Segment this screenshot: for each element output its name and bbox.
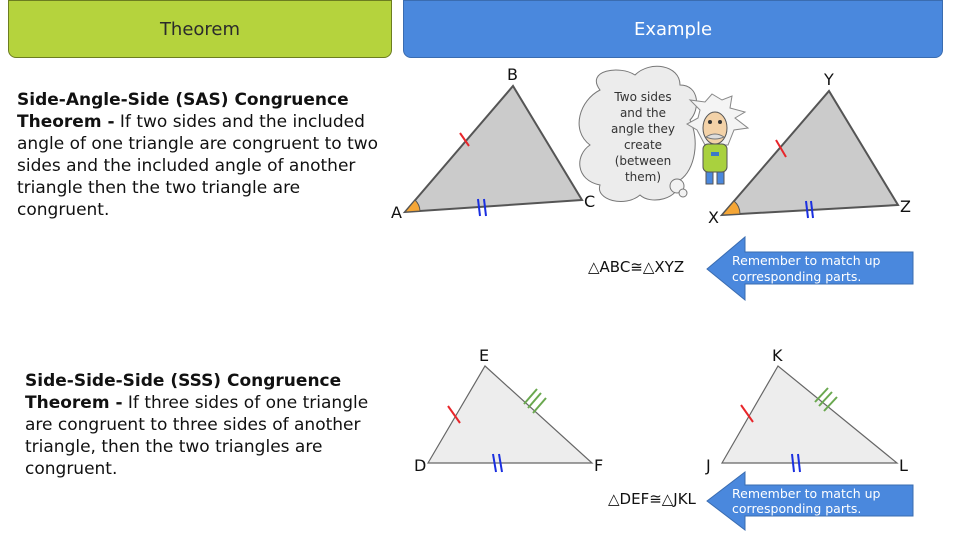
cloud-line-6: them) [625, 170, 661, 184]
angle-x-marker [720, 200, 741, 216]
reminder-2-line-1: Remember to match up [732, 486, 881, 501]
triangle-def: D E F [414, 346, 603, 475]
cloud-line-3: angle they [611, 122, 675, 136]
reminder-2-line-2: corresponding parts. [732, 501, 861, 516]
tick-ac-1 [477, 198, 481, 217]
theorem-header: Theorem [8, 0, 392, 58]
sss-body: If three sides of one triangle are congr… [25, 393, 369, 479]
label-d: D [414, 456, 426, 475]
tick-xz-2 [810, 200, 814, 219]
tick-df-1 [492, 453, 497, 473]
congruence-abc-xyz: △ABC≅△XYZ [588, 258, 684, 276]
triangle-jkl: J K L [705, 346, 908, 475]
triangle-xyz: X Y Z [708, 70, 911, 227]
congruence-def-jkl: △DEF≅△JKL [608, 490, 697, 508]
tick-jl-2 [797, 453, 801, 473]
angle-a-marker [403, 199, 421, 213]
reminder-arrow-2: Remember to match up corresponding parts… [706, 470, 914, 532]
thought-cloud: Two sides and the angle they create (bet… [578, 65, 698, 203]
reminder-1-line-2: corresponding parts. [732, 269, 861, 284]
cloud-line-1: Two sides [613, 90, 671, 104]
label-y: Y [823, 70, 834, 89]
einstein-cartoon-icon [685, 93, 750, 185]
label-x: X [708, 208, 719, 227]
sas-body: If two sides and the included angle of o… [17, 112, 379, 220]
tick-jk [740, 404, 754, 423]
cloud-line-5: (between [615, 154, 672, 168]
tick-jl-1 [791, 453, 795, 473]
tick-df-2 [498, 453, 503, 473]
triangle-abc: A B C [391, 65, 595, 222]
reminder-arrow-1: Remember to match up corresponding parts… [706, 235, 914, 302]
tick-ef [523, 388, 547, 414]
label-c: C [584, 192, 595, 211]
tick-de [447, 405, 461, 424]
label-f: F [594, 456, 603, 475]
cloud-line-4: create [624, 138, 662, 152]
label-e: E [479, 346, 489, 365]
example-header: Example [403, 0, 943, 58]
tick-ac-2 [483, 198, 487, 217]
tick-xy [775, 139, 787, 158]
label-a: A [391, 203, 402, 222]
label-b: B [507, 65, 518, 84]
label-j: J [705, 456, 711, 475]
tick-ab [459, 132, 470, 147]
example-header-label: Example [633, 18, 713, 40]
label-k: K [772, 346, 783, 365]
theorem-header-label: Theorem [159, 18, 241, 40]
sas-theorem-text: Side-Angle-Side (SAS) Congruence Theorem… [17, 89, 387, 221]
sas-title: Side-Angle-Side (SAS) Congruence Theorem… [17, 90, 349, 132]
label-l: L [899, 456, 908, 475]
tick-kl [814, 387, 838, 412]
cloud-line-2: and the [620, 106, 666, 120]
label-z: Z [900, 197, 911, 216]
tick-xz-1 [805, 200, 809, 219]
sss-title: Side-Side-Side (SSS) Congruence Theorem … [25, 371, 342, 413]
reminder-1-line-1: Remember to match up [732, 253, 881, 268]
sss-theorem-text: Side-Side-Side (SSS) Congruence Theorem … [25, 370, 395, 480]
